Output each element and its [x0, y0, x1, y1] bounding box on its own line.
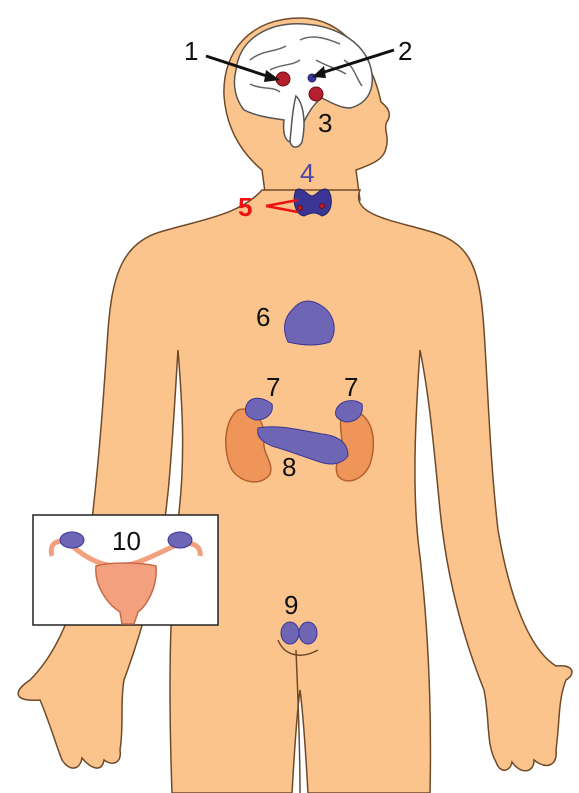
label-4: 4 — [300, 158, 314, 188]
parathyroid-gland — [320, 204, 325, 209]
right-ovary — [168, 532, 192, 548]
label-3: 3 — [318, 108, 332, 138]
torso — [18, 190, 572, 793]
label-6: 6 — [256, 302, 270, 332]
testis — [281, 622, 299, 644]
label-7-left: 7 — [266, 372, 280, 402]
left-ovary — [60, 532, 84, 548]
label-5: 5 — [238, 192, 252, 222]
label-9: 9 — [284, 590, 298, 620]
label-10: 10 — [112, 526, 141, 556]
pituitary-gland — [309, 87, 323, 101]
testis — [299, 622, 317, 644]
parathyroid-gland — [298, 206, 303, 211]
label-2: 2 — [398, 36, 412, 66]
label-8: 8 — [282, 452, 296, 482]
label-1: 1 — [184, 36, 198, 66]
label-7-right: 7 — [344, 372, 358, 402]
